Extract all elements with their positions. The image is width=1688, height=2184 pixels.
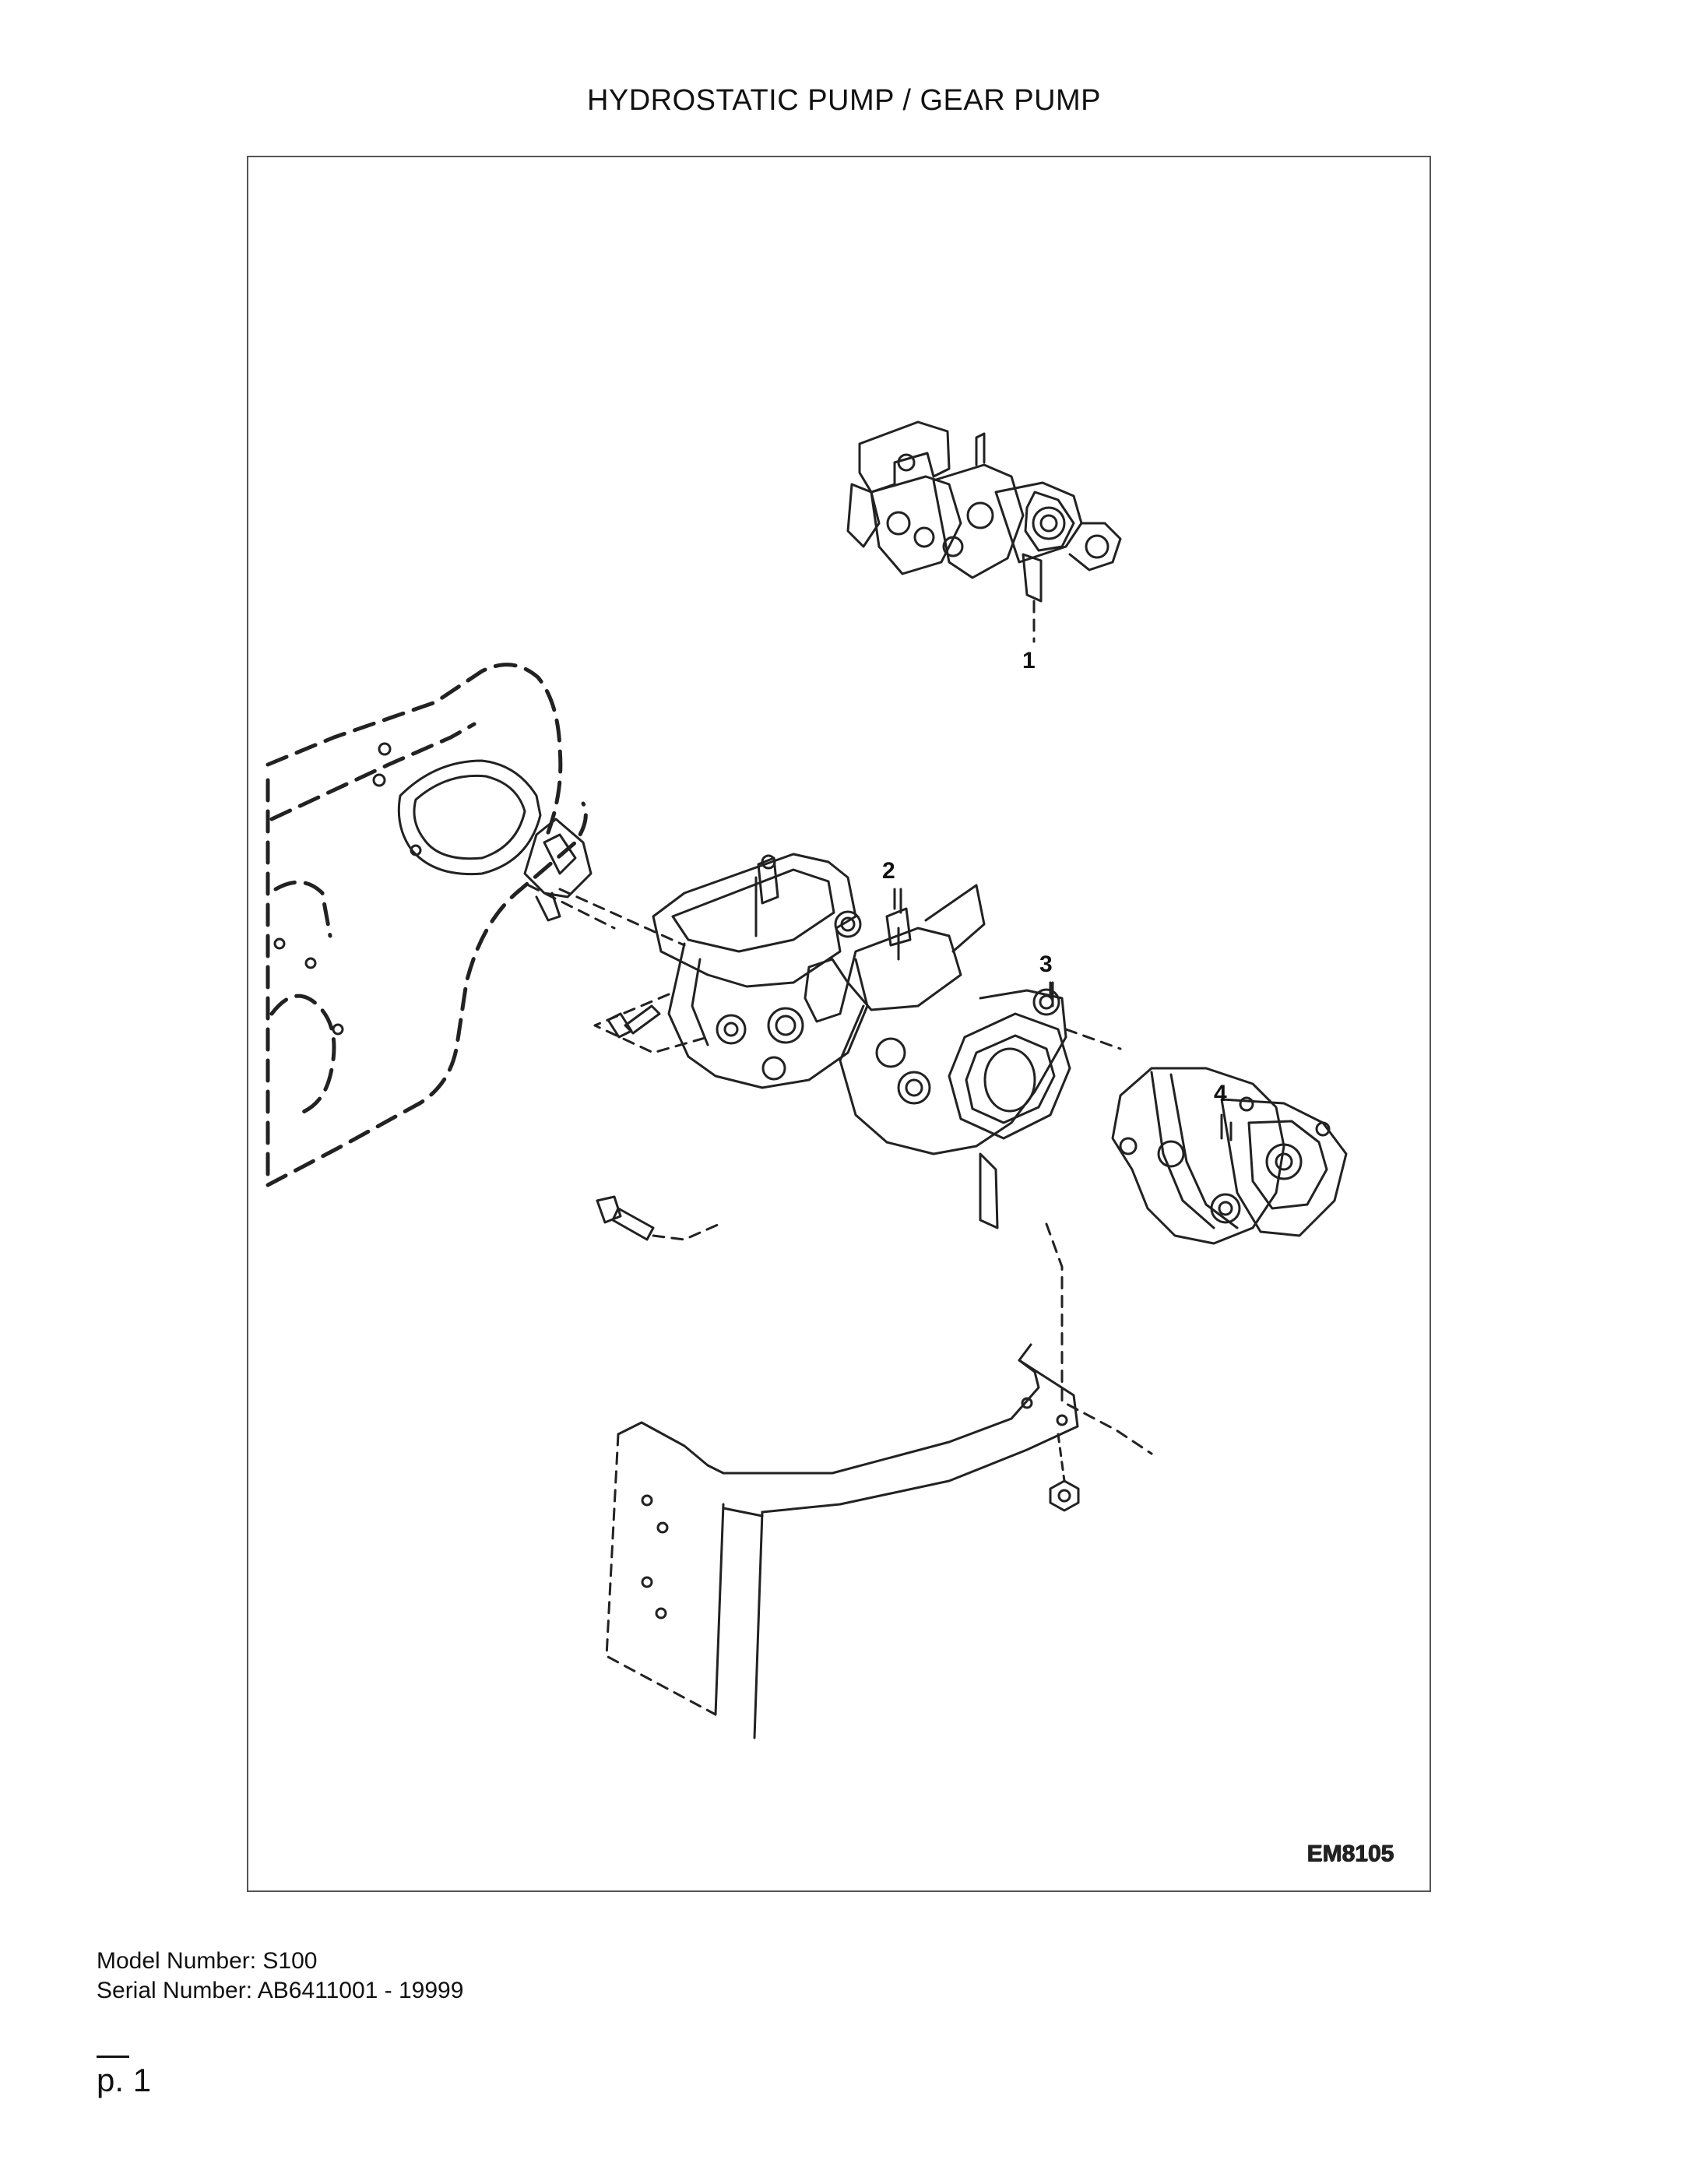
illustration-frame: 1 2 3 4 EM8105 xyxy=(247,156,1431,1892)
coupling-bracket xyxy=(523,818,593,922)
page-number-rule xyxy=(97,2056,129,2058)
page-number: p. 1 xyxy=(97,2062,152,2098)
callout-1: 1 xyxy=(1022,648,1036,673)
housing-flange xyxy=(273,742,542,1036)
bracket-holes xyxy=(641,1397,1068,1620)
callout-3: 3 xyxy=(1039,951,1053,977)
serial-number: Serial Number: AB6411001 - 19999 xyxy=(97,1978,464,2003)
model-number: Model Number: S100 xyxy=(97,1948,318,1974)
lower-mounting-bracket xyxy=(617,1343,1079,1739)
mounting-bolt-upper xyxy=(607,1004,661,1039)
exploded-parts-diagram xyxy=(266,420,1348,1739)
hex-nut xyxy=(1049,1479,1080,1512)
figure-code: EM8105 xyxy=(1306,1841,1394,1866)
hydrostatic-pump-rear-section xyxy=(839,884,1071,1229)
model-info: Model Number: S100 Serial Number: AB6411… xyxy=(97,1947,463,2006)
mounting-bolt-lower xyxy=(596,1195,655,1241)
callout-2: 2 xyxy=(882,858,895,884)
hydrostatic-pump-front-section xyxy=(652,853,869,1089)
page-title: HYDROSTATIC PUMP / GEAR PUMP xyxy=(586,84,1102,117)
engine-housing-outline xyxy=(266,663,588,1187)
dashed-align-line-a xyxy=(558,888,686,947)
pump-assembly-thumbnail xyxy=(846,420,1122,603)
callout-4: 4 xyxy=(1214,1081,1227,1106)
gear-pump xyxy=(1111,1067,1348,1245)
